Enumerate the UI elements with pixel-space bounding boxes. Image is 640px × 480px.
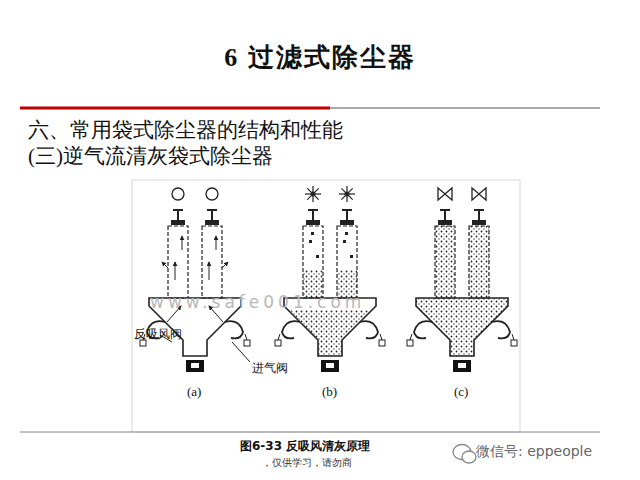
- watermark: www.safe001.com: [150, 292, 365, 312]
- baghouse-panel: [275, 186, 385, 372]
- panel-label: (b): [322, 384, 337, 400]
- leader-line: [232, 342, 250, 362]
- baghouse-illustration: [140, 186, 517, 372]
- figure-frame: [132, 180, 520, 432]
- footer-line: [20, 432, 600, 433]
- figure-caption: 图6-33 反吸风清灰原理: [240, 438, 370, 455]
- wechat-icon: [453, 445, 476, 464]
- baghouse-panel: [140, 188, 250, 372]
- slide-title: 6 过滤式除尘器: [0, 40, 640, 75]
- panel-label: (c): [454, 384, 468, 400]
- section-heading: 六、常用袋式除尘器的结构和性能: [28, 116, 343, 144]
- accent-line: [20, 107, 330, 110]
- rule-line: [20, 108, 600, 109]
- part-label: 反吸风阀: [134, 326, 182, 343]
- note-text: ，仅供学习，请勿商: [262, 456, 352, 470]
- part-label: 进气阀: [252, 360, 288, 377]
- panel-label: (a): [187, 384, 201, 400]
- wechat-id: 微信号: eppeople: [476, 443, 592, 461]
- subsection-heading: (三)逆气流清灰袋式除尘器: [28, 142, 273, 170]
- baghouse-panel: [407, 188, 517, 372]
